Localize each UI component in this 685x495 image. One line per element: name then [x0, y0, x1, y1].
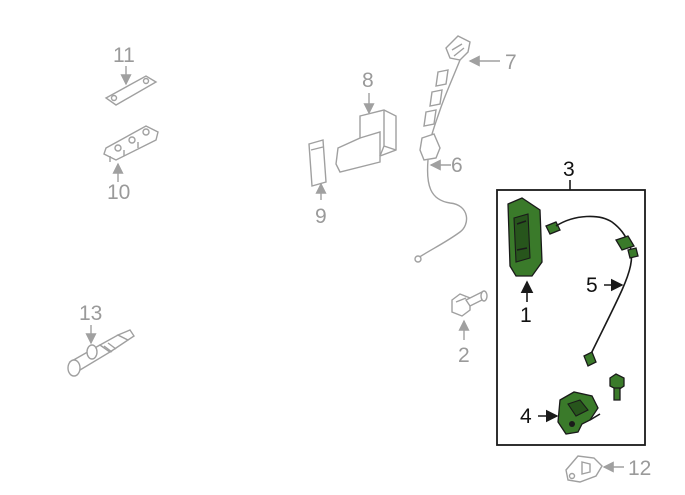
part-4-latch: [557, 391, 601, 435]
callout-10: 10: [107, 181, 130, 204]
callout-9: 9: [315, 205, 327, 228]
callout-3: 3: [563, 158, 575, 181]
part-5-cable: [545, 215, 639, 367]
part-bolt-green: [609, 373, 625, 401]
callout-1: 1: [520, 304, 532, 327]
part-13-rod: [67, 329, 135, 377]
callout-6: 6: [451, 154, 463, 177]
callout-12: 12: [628, 457, 651, 480]
part-8-pad: [335, 109, 397, 173]
part-9-panel: [308, 139, 327, 187]
part-2-bolt: [451, 290, 488, 317]
part-10-bracket: [103, 125, 159, 162]
assembly-group-box: [496, 189, 646, 446]
part-12-striker: [565, 455, 603, 483]
part-1-lock-module: [507, 197, 543, 277]
callout-11: 11: [113, 44, 135, 67]
callout-4: 4: [520, 405, 532, 428]
callout-13: 13: [79, 302, 102, 325]
callout-5: 5: [586, 274, 598, 297]
part-11-plate: [104, 75, 158, 106]
callout-2: 2: [458, 344, 470, 367]
callout-7: 7: [505, 51, 517, 74]
part-6-cable: [414, 59, 468, 263]
part-7-clip: [445, 35, 471, 61]
callout-8: 8: [362, 69, 374, 92]
